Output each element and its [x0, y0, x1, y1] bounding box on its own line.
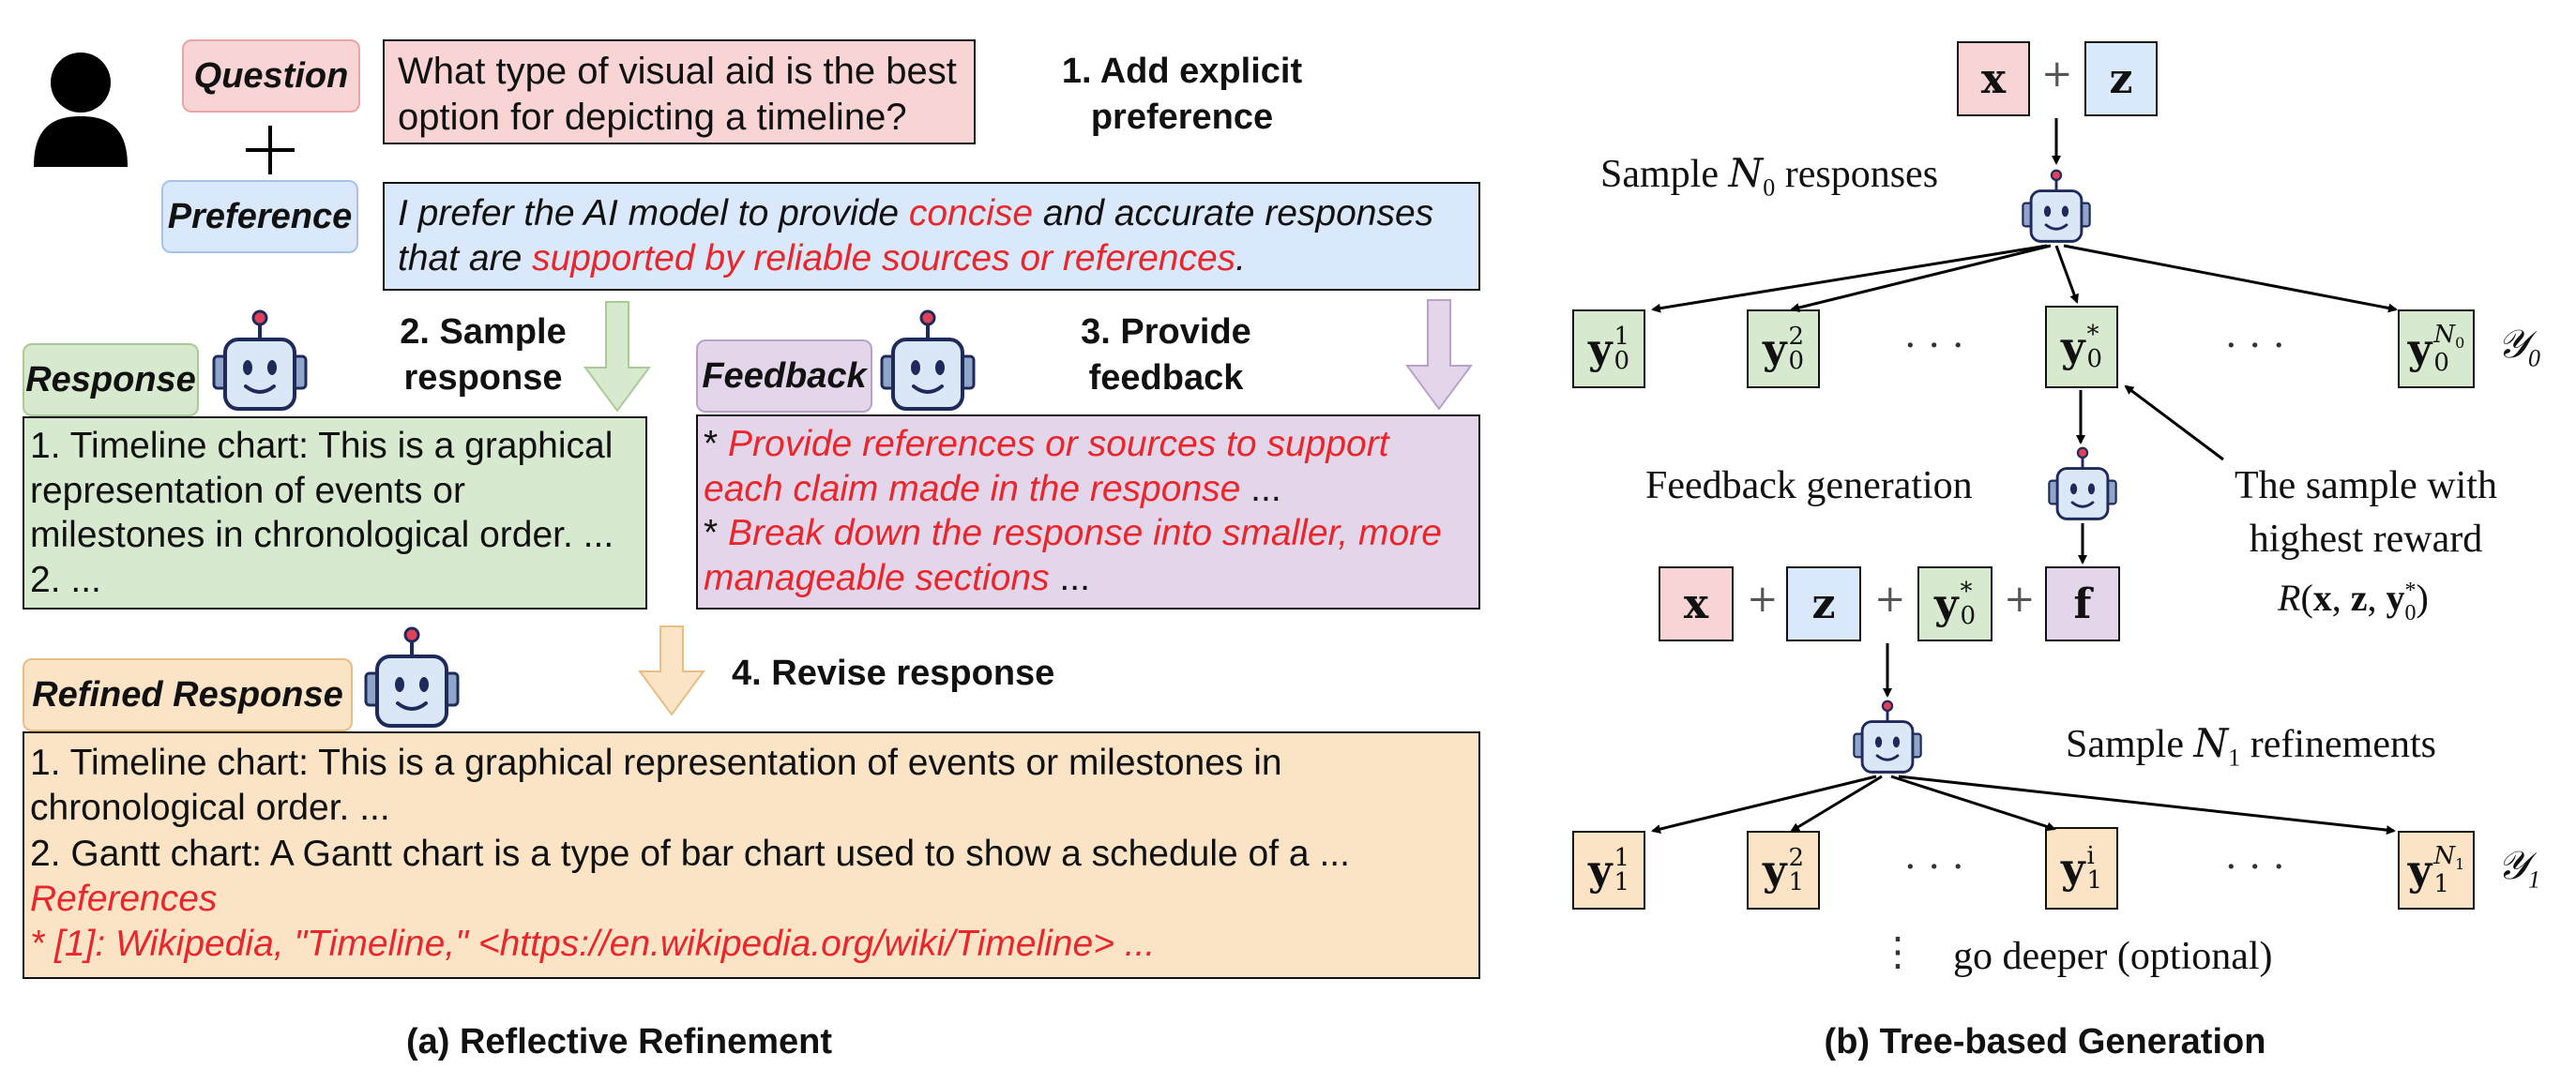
feedback-item: * Break down the response into smaller, …	[704, 513, 1442, 598]
robot-icon	[876, 309, 979, 414]
question-tag: Question	[182, 39, 360, 113]
robot-icon	[360, 626, 463, 731]
response-tag: Response	[23, 343, 199, 416]
robot-icon	[208, 309, 311, 414]
caption-left: (a) Reflective Refinement	[405, 1022, 832, 1061]
y0-star-node: y*0	[1917, 566, 1993, 641]
highest-reward-label: The sample with highest reward	[2235, 464, 2497, 561]
refined-response-text: 1. Timeline chart: This is a graphical r…	[23, 731, 1480, 979]
ellipsis: · · ·	[1904, 324, 1964, 368]
f-node: f	[2045, 566, 2120, 641]
feedback-generation-label: Feedback generation	[1645, 464, 1973, 507]
robot-icon	[2019, 169, 2094, 246]
response-text: 1. Timeline chart: This is a graphical r…	[23, 416, 647, 610]
ellipsis: · · ·	[2225, 324, 2285, 368]
set-y1-label: 𝒴1	[2497, 845, 2540, 894]
robot-icon	[2045, 446, 2120, 523]
feedback-item: * Provide references or sources to suppo…	[704, 424, 1389, 509]
feedback-tag: Feedback	[696, 339, 872, 413]
arrow-provide-feedback	[1405, 299, 1473, 411]
sample-n0-label: Sample N0 responses	[1600, 150, 1939, 202]
preference-tag: Preference	[161, 180, 358, 253]
arrow-sample-response	[583, 301, 651, 413]
plus-sign: +	[2004, 578, 2036, 621]
y0-star-node: y*0	[2045, 306, 2118, 388]
ellipsis: · · ·	[1904, 846, 1964, 889]
plus-sign: +	[2041, 53, 2073, 96]
plus-icon	[242, 122, 298, 178]
ellipsis: · · ·	[2225, 846, 2285, 889]
step-3-label: 3. Provide feedback	[1081, 312, 1251, 399]
sample-n1-label: Sample N1 refinements	[2066, 720, 2436, 772]
refined-response-tag: Refined Response	[23, 658, 353, 731]
plus-sign: +	[1747, 578, 1779, 621]
step-1-label: 1. Add explicit preference	[1061, 52, 1303, 138]
plus-sign: +	[1874, 578, 1906, 621]
x-node: x	[1957, 41, 2030, 116]
feedback-text: * Provide references or sources to suppo…	[696, 414, 1480, 610]
step-2-label: 2. Sample response	[400, 312, 567, 399]
step-4-label: 4. Revise response	[732, 654, 1055, 693]
go-deeper-label: go deeper (optional)	[1953, 935, 2273, 978]
robot-icon	[1850, 700, 1925, 776]
z-node: z	[1786, 566, 1861, 641]
user-icon	[28, 49, 133, 169]
preference-text: I prefer the AI model to provide concise…	[383, 182, 1480, 291]
reward-formula: R(x, z, y*0)	[2278, 577, 2429, 625]
vertical-dots: ⋮	[1878, 928, 1917, 974]
question-text: What type of visual aid is the best opti…	[383, 39, 976, 144]
x-node: x	[1659, 566, 1734, 641]
z-node: z	[2084, 41, 2158, 116]
arrow-revise-response	[638, 625, 705, 716]
caption-right: (b) Tree-based Generation	[1824, 1022, 2266, 1061]
set-y0-label: 𝒴0	[2497, 324, 2540, 372]
